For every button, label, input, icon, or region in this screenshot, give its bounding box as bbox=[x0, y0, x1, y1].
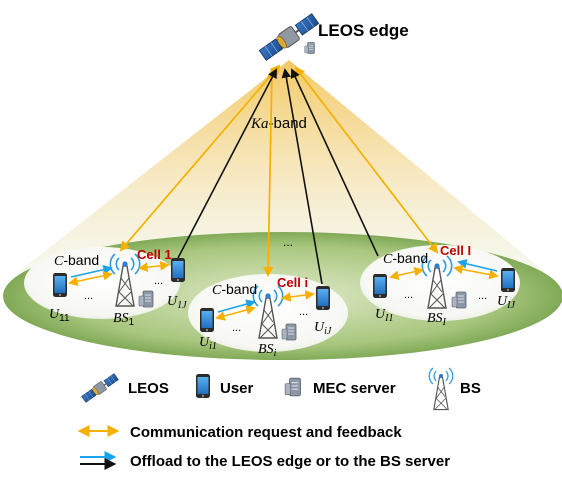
offload-arrows bbox=[177, 68, 379, 285]
offload-arrow-uI1 bbox=[290, 68, 379, 257]
cell-title: Cell I bbox=[440, 243, 471, 258]
orange-bs-user-arrow bbox=[389, 267, 424, 280]
user-ellipsis: ... bbox=[84, 290, 93, 302]
user-ellipsis: ... bbox=[154, 275, 163, 287]
user-ellipsis: ... bbox=[232, 322, 241, 334]
bs-label: BSI bbox=[427, 311, 447, 328]
legend: LEOS User MEC server BS Communication re… bbox=[77, 367, 481, 470]
user-ellipsis: ... bbox=[404, 289, 413, 301]
user-label-right: U1J bbox=[167, 294, 187, 311]
orange-bs-user-arrow bbox=[281, 290, 315, 302]
cell-title: Cell 1 bbox=[137, 247, 172, 262]
comm-arrow-celli bbox=[263, 67, 277, 278]
bs-label: BS1 bbox=[113, 311, 135, 328]
band-label: C-band bbox=[212, 281, 257, 298]
ka-band-label: Ka-band bbox=[250, 115, 307, 132]
legend-bs-label: BS bbox=[460, 380, 481, 397]
user-phone-icon bbox=[171, 258, 185, 282]
legend-comm-label: Communication request and feedback bbox=[130, 424, 402, 441]
cell-1: Cell 1 C-band ... ... U11 U1J BS1 bbox=[49, 247, 187, 328]
cell-i: Cell i C-band ... ... Ui1 UiJ BSi bbox=[199, 275, 332, 359]
user-phone-icon bbox=[501, 268, 515, 292]
legend-leos-label: LEOS bbox=[128, 380, 169, 397]
legend-offload-label: Offload to the LEOS edge or to the BS se… bbox=[130, 453, 450, 470]
offload-arrow-uiJ bbox=[281, 68, 323, 285]
bs-label: BSi bbox=[258, 342, 277, 359]
ka-band-suffix: -band bbox=[269, 115, 307, 132]
legend-user-icon bbox=[196, 374, 210, 398]
ka-band-prefix: Ka bbox=[250, 116, 269, 132]
cell-title-text: Cell i bbox=[277, 275, 308, 290]
legend-leos-icon bbox=[80, 372, 120, 404]
user-phone-icon bbox=[53, 273, 67, 297]
user-phone-icon bbox=[200, 308, 214, 332]
band-prefix: C bbox=[54, 254, 64, 269]
orange-bs-user-arrow bbox=[138, 261, 170, 272]
comm-arrow-cell1 bbox=[119, 64, 281, 252]
satellite-server-icon bbox=[304, 42, 315, 54]
user-label-left: Ui1 bbox=[199, 335, 217, 352]
legend-user-label: User bbox=[220, 380, 254, 397]
communication-arrows bbox=[119, 64, 439, 278]
user-ellipsis: ... bbox=[299, 306, 308, 318]
cell-title-text: Cell I bbox=[440, 243, 471, 258]
user-phone-icon bbox=[316, 286, 330, 310]
user-label-left: UI1 bbox=[375, 307, 393, 324]
middle-ellipsis: ... bbox=[283, 235, 293, 249]
cell-I: Cell I C-band ... ... UI1 UIJ BSI bbox=[373, 243, 515, 328]
legend-bs-icon bbox=[428, 367, 454, 411]
user-ellipsis: ... bbox=[478, 290, 487, 302]
band-label: C-band bbox=[54, 252, 99, 269]
band-label: C-band bbox=[383, 250, 428, 267]
user-label-right: UiJ bbox=[314, 320, 332, 337]
orange-bs-user-arrow bbox=[453, 264, 499, 280]
legend-mec-server-icon bbox=[284, 377, 302, 397]
orange-bs-user-arrow bbox=[215, 305, 256, 321]
leos-satellite-icon bbox=[257, 11, 321, 63]
cell-I-area bbox=[360, 245, 520, 321]
user-label-right: UIJ bbox=[497, 294, 515, 311]
legend-mec-label: MEC server bbox=[313, 380, 396, 397]
comm-arrow-cellI bbox=[294, 66, 439, 254]
band-suffix: -band bbox=[63, 252, 99, 268]
user-label-left: U11 bbox=[49, 307, 70, 324]
user-phone-icon bbox=[373, 274, 387, 298]
orange-bs-user-arrow bbox=[68, 270, 113, 287]
cell-title: Cell i bbox=[277, 275, 308, 290]
offload-arrow-u1J bbox=[177, 68, 277, 259]
satellite-label: LEOS edge bbox=[318, 21, 409, 40]
